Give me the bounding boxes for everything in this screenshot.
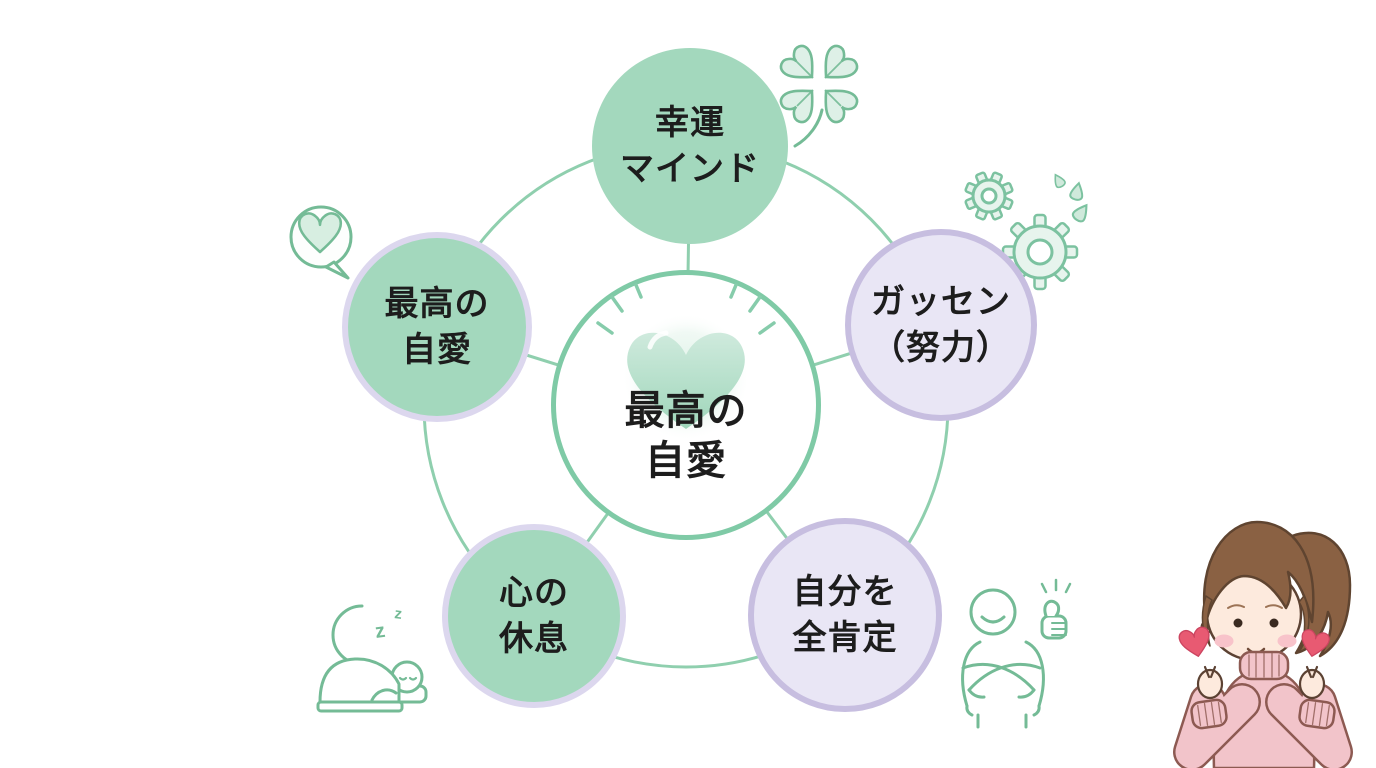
node-mind-rest: 心の 休息 [442, 524, 626, 708]
eye-left [1233, 618, 1243, 628]
sleep-icon: z z [316, 604, 428, 713]
blush-left [1214, 634, 1234, 648]
collar [1238, 650, 1290, 681]
node-label-line: 休息 [499, 620, 569, 658]
node-lucky-mind: 幸運 マインド [592, 48, 788, 244]
heart-body [627, 332, 745, 429]
blush-right [1277, 634, 1297, 648]
heart-highlight [647, 330, 669, 350]
node-center-best-self-love: 最高の 自愛 [551, 270, 821, 540]
eye-right [1269, 618, 1279, 628]
heart-rays [596, 283, 776, 335]
finger-heart-hand-left [1196, 665, 1224, 700]
speech-heart-icon [289, 205, 353, 280]
glowing-heart-icon [596, 283, 776, 441]
center-label-line: 最高の [624, 389, 748, 433]
center-label-line: 自愛 [645, 439, 727, 483]
node-gassen-effort: ガッセン （努力） [845, 229, 1037, 421]
node-label-line: 自分を [792, 573, 898, 611]
finger-heart-woman [1173, 520, 1353, 768]
node-label-line: 全肯定 [792, 619, 898, 657]
node-best-self-love: 最高の 自愛 [342, 232, 532, 422]
node-label-line: ガッセン [871, 283, 1011, 321]
gears-icon [964, 171, 1093, 291]
eyebrows [1227, 604, 1283, 609]
self-hug-icon [961, 578, 1072, 729]
node-label-line: 幸運 [655, 104, 725, 142]
bangs-hair [1203, 520, 1315, 624]
node-label-line: 最高の [384, 285, 490, 323]
hair-strand-right [1298, 595, 1310, 653]
node-label-line: 自愛 [402, 331, 472, 369]
sleep-z1: z [374, 620, 387, 643]
finger-heart-hand-right [1298, 665, 1326, 700]
node-label-line: マインド [620, 150, 760, 188]
node-label-line: 心の [499, 574, 569, 612]
cuff-left [1190, 698, 1228, 730]
node-affirm-self: 自分を 全肯定 [748, 518, 942, 712]
cuff-right [1298, 698, 1336, 730]
node-label-line: （努力） [871, 329, 1011, 367]
clover-icon [776, 41, 862, 148]
center-label: 最高の 自愛 [625, 386, 748, 486]
sleep-z2: z [394, 605, 404, 623]
